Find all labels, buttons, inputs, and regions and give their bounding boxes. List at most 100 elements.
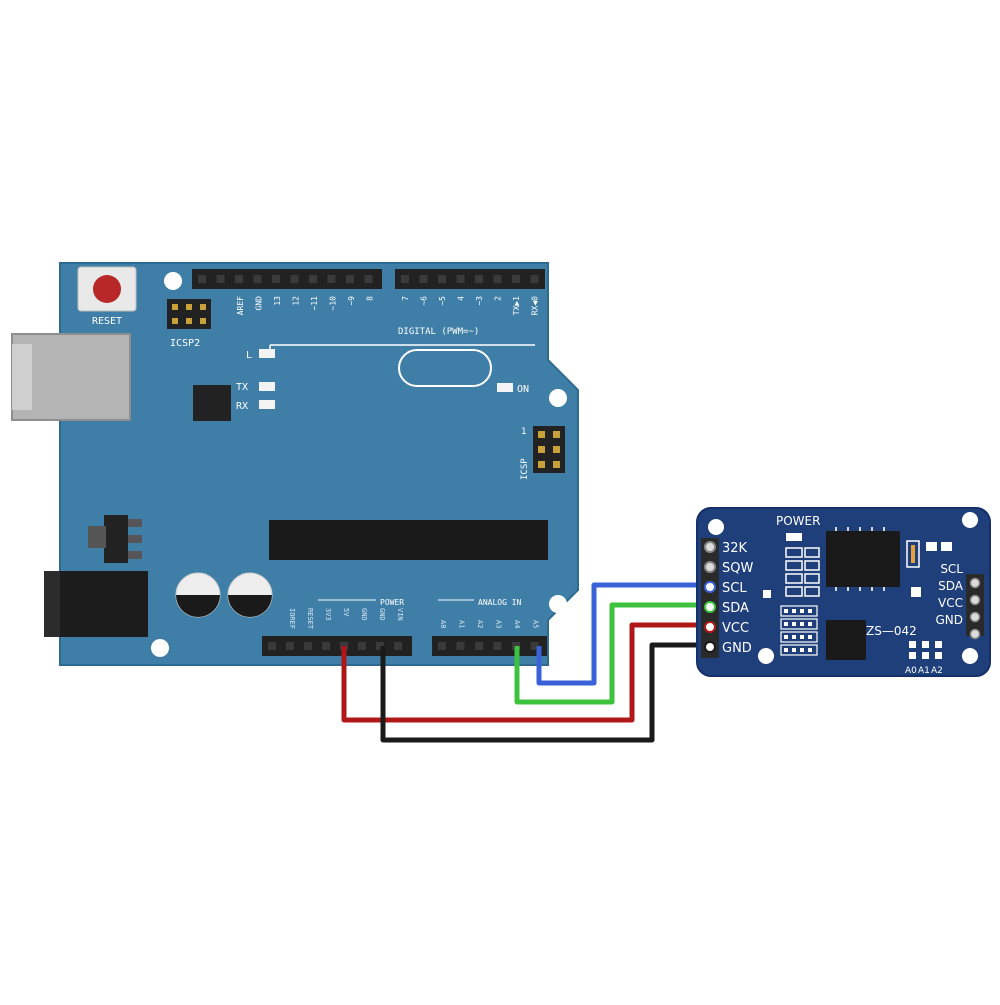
reset-button[interactable] bbox=[77, 266, 137, 312]
rtc-pin bbox=[704, 541, 716, 553]
rtc-pin bbox=[969, 611, 981, 623]
reset-label: RESET bbox=[92, 316, 122, 327]
icsp2-header bbox=[167, 299, 211, 329]
led-on bbox=[497, 383, 513, 392]
power-pin-label: IOREF bbox=[288, 608, 296, 629]
header-hole bbox=[394, 642, 402, 650]
analog-label: ANALOG IN bbox=[478, 598, 522, 607]
eeprom-chip bbox=[826, 620, 866, 660]
analog-header bbox=[432, 636, 547, 656]
power-pin-label: GND bbox=[360, 608, 368, 621]
digital-pin-label: ~10 bbox=[329, 296, 338, 311]
header-pin bbox=[172, 318, 178, 324]
rtc-pin bbox=[969, 577, 981, 589]
analog-pin-label: A4 bbox=[513, 620, 521, 628]
rtc-address-label: A2 bbox=[931, 666, 943, 676]
header-hole bbox=[493, 275, 502, 283]
power-pin-label: VIN bbox=[396, 608, 404, 621]
rtc-pin bbox=[969, 594, 981, 606]
led-tx-label: TX bbox=[236, 382, 248, 393]
rtc-pin-label: 32K bbox=[722, 541, 748, 556]
rtc-pin-label: GND bbox=[722, 641, 752, 656]
header-pin bbox=[538, 461, 545, 468]
atmega-microcontroller bbox=[269, 520, 548, 560]
usb-chip bbox=[193, 385, 231, 421]
usb-connector bbox=[11, 333, 131, 421]
header-hole bbox=[401, 275, 409, 283]
led-rx-label: RX bbox=[236, 401, 248, 412]
digital-header-right bbox=[395, 269, 545, 289]
icsp-pin1-label: 1 bbox=[521, 427, 526, 437]
analog-pin-label: A3 bbox=[495, 620, 503, 628]
header-hole bbox=[438, 642, 446, 650]
power-pin-label: 3V3 bbox=[324, 608, 332, 621]
digital-pin-label: 13 bbox=[273, 296, 282, 306]
power-header bbox=[262, 636, 412, 656]
digital-pin-label: GND bbox=[255, 296, 264, 311]
rtc-pin bbox=[704, 621, 716, 633]
digital-pin-label: ~6 bbox=[420, 296, 429, 306]
rtc-pin-label: GND bbox=[935, 613, 963, 627]
mounting-hole bbox=[164, 272, 182, 290]
icsp-header bbox=[533, 426, 565, 473]
header-hole bbox=[358, 642, 366, 650]
header-hole bbox=[530, 642, 539, 650]
mounting-hole bbox=[962, 648, 978, 664]
header-pin bbox=[553, 431, 560, 438]
header-hole bbox=[456, 642, 465, 650]
header-body bbox=[533, 426, 565, 473]
digital-pin-label: ~5 bbox=[438, 296, 447, 306]
header-hole bbox=[216, 275, 225, 283]
header-hole bbox=[475, 642, 483, 650]
header-hole bbox=[364, 275, 373, 283]
rtc-left-header bbox=[701, 538, 719, 658]
rtc-pin-label: SCL bbox=[940, 562, 963, 576]
address-pads bbox=[909, 641, 942, 659]
header-hole bbox=[272, 275, 280, 283]
header-hole bbox=[376, 642, 384, 650]
wire-5v-vcc bbox=[341, 622, 712, 723]
rtc-pin-label: SDA bbox=[722, 601, 749, 616]
power-pin-label: 5V bbox=[342, 608, 350, 617]
header-hole bbox=[198, 275, 206, 283]
digital-pin-label: 7 bbox=[401, 296, 410, 301]
digital-pin-label: TX▶1 bbox=[512, 296, 521, 315]
rtc-pin-label: SQW bbox=[722, 561, 753, 576]
arduino-pcb bbox=[59, 262, 579, 666]
mounting-hole bbox=[708, 519, 724, 535]
mounting-hole bbox=[758, 648, 774, 664]
power-label: POWER bbox=[380, 598, 404, 607]
wire-gnd-gnd bbox=[380, 642, 712, 743]
wires bbox=[341, 582, 712, 743]
digital-pin-label: 4 bbox=[457, 296, 466, 301]
mounting-hole bbox=[549, 595, 567, 613]
rtc-pin bbox=[704, 581, 716, 593]
rtc-pin bbox=[704, 601, 716, 613]
led-tx bbox=[259, 382, 275, 391]
header-hole bbox=[235, 275, 243, 283]
icsp2-label: ICSP2 bbox=[170, 338, 200, 349]
rtc-resistor-body bbox=[911, 545, 915, 563]
header-pin bbox=[553, 446, 560, 453]
rtc-pin bbox=[969, 628, 981, 640]
mounting-hole bbox=[962, 512, 978, 528]
header-hole bbox=[268, 642, 276, 650]
header-pin bbox=[538, 431, 545, 438]
header-pin bbox=[538, 446, 545, 453]
rtc-pin bbox=[704, 561, 716, 573]
rtc-pin-array bbox=[780, 605, 818, 656]
mounting-hole bbox=[549, 389, 567, 407]
icsp-label: ICSP bbox=[520, 458, 530, 480]
analog-pin-label: A5 bbox=[532, 620, 540, 628]
header-pin bbox=[553, 461, 560, 468]
crystal-oscillator bbox=[398, 349, 492, 387]
digital-pin-label: ~9 bbox=[347, 296, 356, 306]
header-hole bbox=[438, 275, 446, 283]
header-hole bbox=[322, 642, 330, 650]
led-l-label: L bbox=[246, 350, 252, 361]
voltage-regulator bbox=[88, 515, 142, 563]
wire-a4-sda bbox=[514, 602, 712, 705]
analog-pin-label: A1 bbox=[458, 620, 466, 628]
rtc-pin-label: SDA bbox=[938, 579, 964, 593]
